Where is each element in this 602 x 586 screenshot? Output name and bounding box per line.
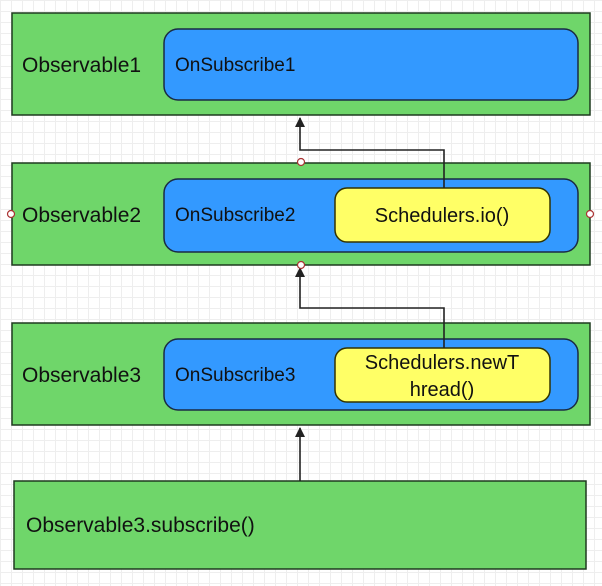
scheduler-io-box (334, 187, 551, 243)
onsubscribe1-box (163, 28, 579, 101)
subscribe-call-box (13, 480, 587, 570)
observable2-block: Observable2 OnSubscribe2 Schedulers.io() (11, 162, 591, 266)
subscribe-call-label: Observable3.subscribe() (26, 514, 255, 537)
onsubscribe2-label: OnSubscribe2 (175, 205, 295, 226)
observable1-block: Observable1 OnSubscribe1 (11, 12, 591, 116)
connection-point-top (296, 157, 306, 167)
observable1-label: Observable1 (22, 54, 141, 77)
onsubscribe3-label: OnSubscribe3 (175, 365, 295, 386)
scheduler-newthread-label-line1: Schedulers.newT (365, 352, 520, 374)
onsubscribe1-label: OnSubscribe1 (175, 55, 295, 76)
connection-point-left (6, 209, 16, 219)
connection-point-right (585, 209, 595, 219)
scheduler-newthread-label-line2: hread() (410, 379, 474, 401)
subscribe-call-block: Observable3.subscribe() (13, 480, 587, 570)
scheduler-io-label: Schedulers.io() (375, 205, 510, 227)
connection-point-bottom (296, 260, 306, 270)
observable3-label: Observable3 (22, 364, 141, 387)
scheduler-newthread-box (334, 347, 551, 403)
observable3-block: Observable3 OnSubscribe3 Schedulers.newT… (11, 322, 591, 426)
arrow-io-to-observable1 (295, 117, 445, 188)
arrow-newthread-to-observable2 (295, 267, 445, 348)
observable2-label: Observable2 (22, 204, 141, 227)
